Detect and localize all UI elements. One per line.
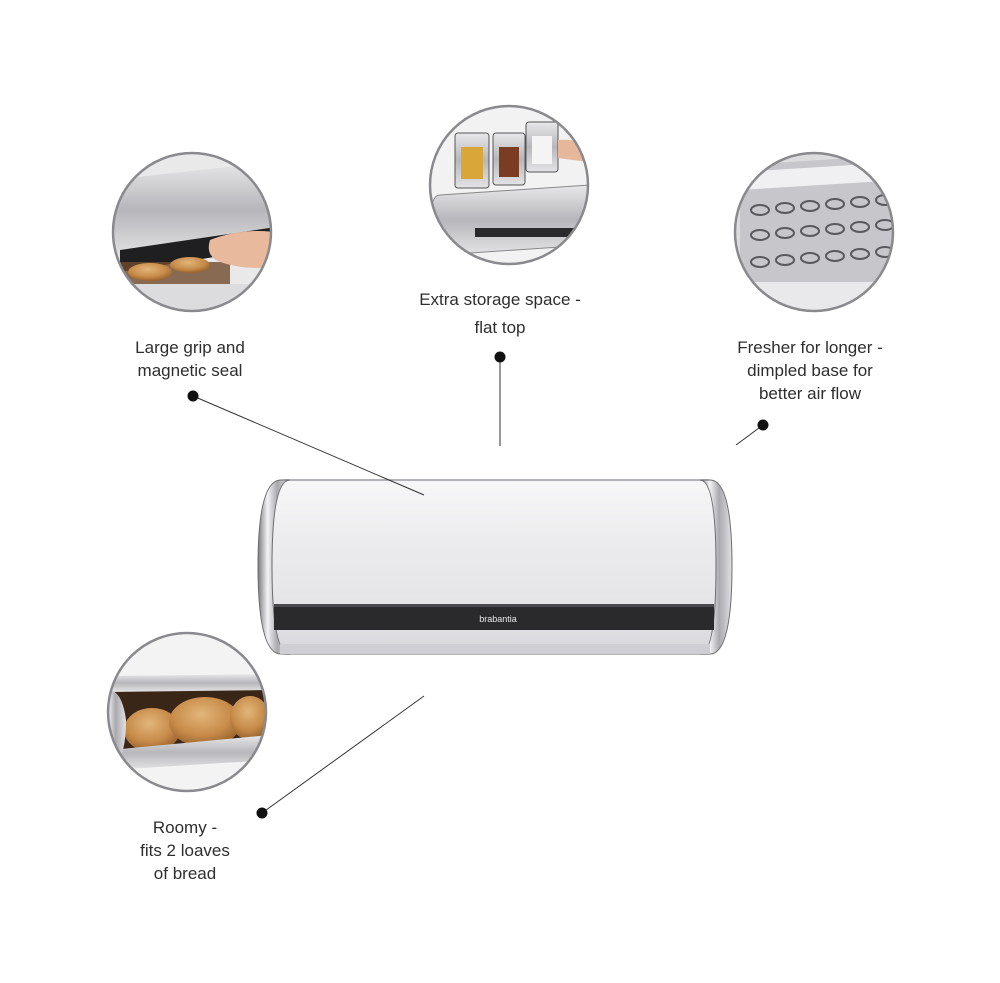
callout-roomy [256, 695, 425, 819]
callout-fresh [735, 419, 769, 446]
dimple-row-1 [750, 194, 893, 216]
grip-line-2: magnetic seal [137, 361, 243, 380]
callout-storage [494, 351, 506, 446]
storage-detail-image [428, 104, 590, 266]
bread-bin-main [257, 479, 733, 655]
roomy-line-3: of bread [153, 864, 217, 883]
feature-label-roomy: Roomy - fits 2 loaves of bread [115, 816, 255, 885]
feature-label-grip: Large grip and magnetic seal [120, 336, 260, 382]
feature-label-storage: Extra storage space - flat top [405, 286, 595, 342]
callout-grip [187, 390, 425, 496]
fresh-line-1: Fresher for longer - [737, 338, 883, 357]
fresh-line-2: dimpled base for [747, 361, 873, 380]
feature-label-fresh: Fresher for longer - dimpled base for be… [720, 336, 900, 405]
storage-line-2: flat top [474, 318, 526, 337]
fresh-line-3: better air flow [758, 384, 862, 403]
grip-line-1: Large grip and [135, 338, 245, 357]
roomy-detail-image [106, 631, 268, 793]
brand-logo: brabantia [479, 614, 517, 624]
grip-detail-image [111, 151, 273, 313]
roomy-line-2: fits 2 loaves [140, 841, 230, 860]
dimpled-base-detail-image [733, 151, 895, 313]
storage-line-1: Extra storage space - [419, 290, 581, 309]
roomy-line-1: Roomy - [152, 818, 218, 837]
